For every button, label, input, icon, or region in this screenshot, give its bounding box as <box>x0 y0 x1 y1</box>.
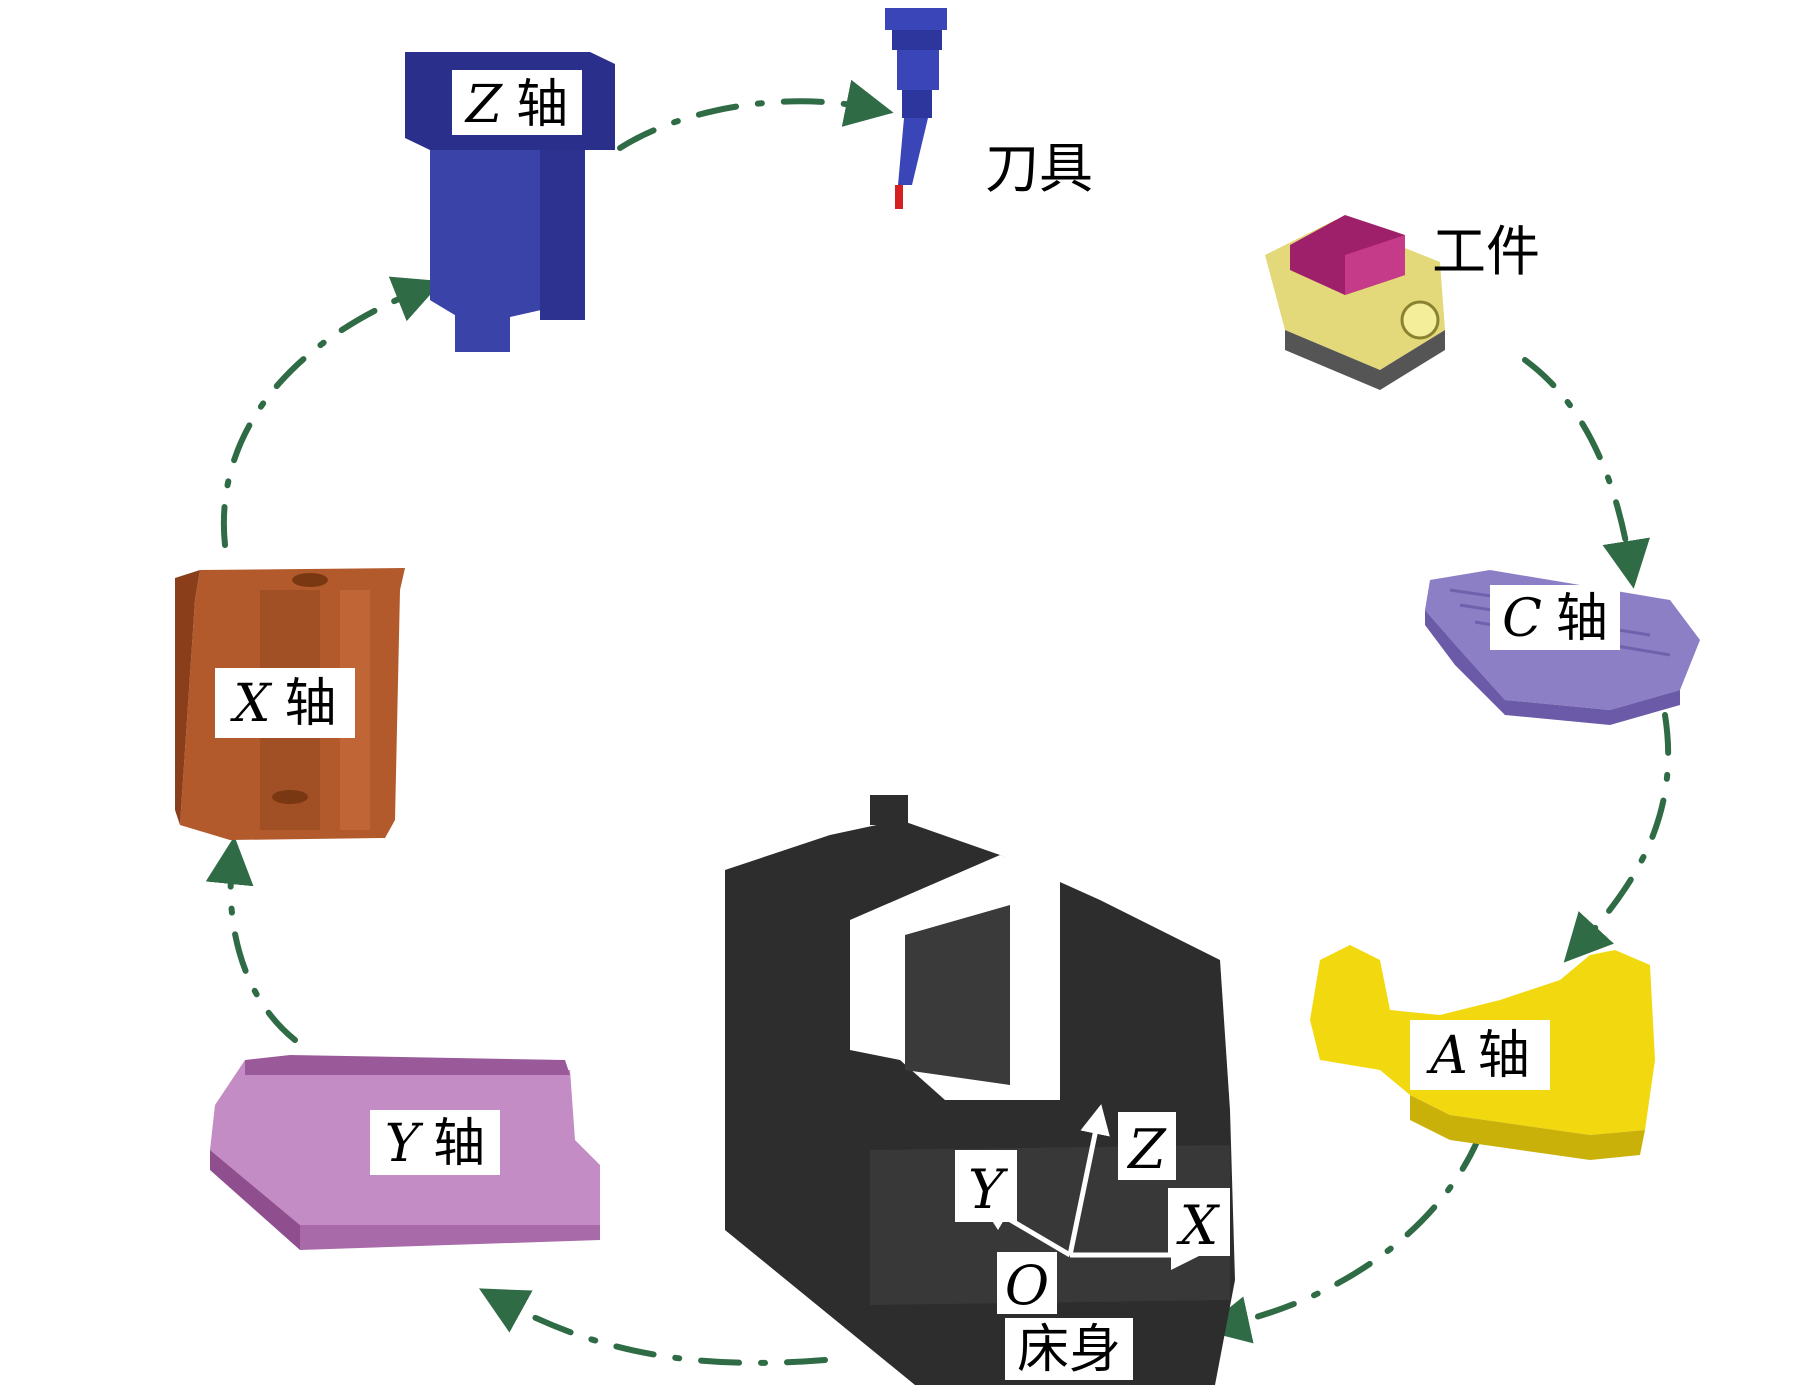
workpiece-label: 工件 <box>1432 220 1540 283</box>
arrow-bed-to-y <box>478 1288 828 1366</box>
a-axis-label-box <box>1410 1020 1550 1090</box>
axis-z-label: Z <box>1126 1118 1167 1181</box>
y-axis-label-box <box>370 1110 500 1175</box>
arrow-c-to-a <box>1563 712 1672 963</box>
arrow-z-to-tool <box>617 79 894 151</box>
flow-arrows <box>205 79 1672 1366</box>
arrow-x-to-z <box>220 276 443 548</box>
c-axis-label-box <box>1490 585 1620 650</box>
bed-label: 床身 <box>1017 1320 1121 1380</box>
tool-label: 刀具 <box>985 137 1093 200</box>
arrow-a-to-bed <box>1201 1132 1483 1344</box>
axis-x-label: X <box>1176 1194 1221 1257</box>
axis-y-label: Y <box>968 1158 1008 1221</box>
z-axis-label-box <box>452 70 582 135</box>
arrow-y-to-x <box>205 836 298 1043</box>
arrow-work-to-c <box>1522 357 1650 589</box>
workpiece-component: 工件 <box>1265 215 1540 390</box>
tool-component: 刀具 <box>885 8 1093 209</box>
bed-component: Y Z X O 床身 <box>725 795 1235 1385</box>
x-axis-label-box <box>215 668 355 738</box>
origin-label: O <box>1005 1254 1049 1317</box>
